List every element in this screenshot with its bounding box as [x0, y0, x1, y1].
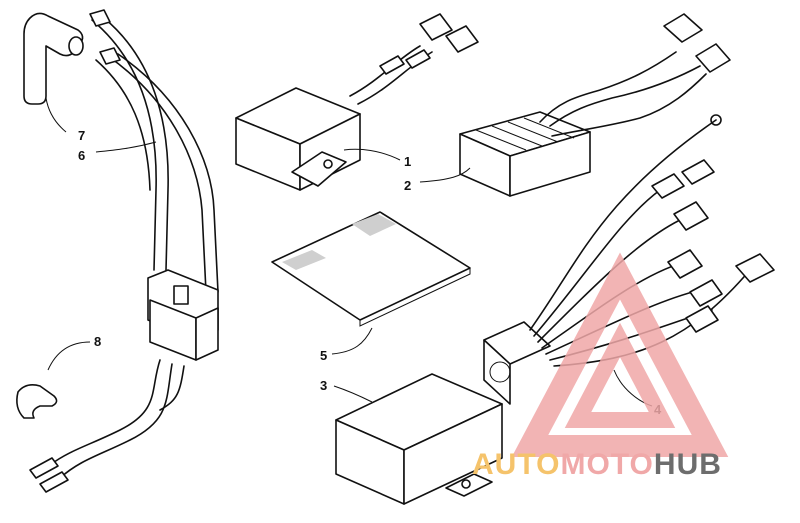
callout-5: 5 [320, 348, 327, 363]
watermark-logo [511, 252, 729, 457]
callout-8: 8 [94, 334, 101, 349]
sheet-5 [271, 211, 471, 327]
callout-6: 6 [78, 148, 85, 163]
callout-leaders [45, 97, 653, 407]
watermark-part-1: AUTO [472, 448, 560, 481]
watermark-part-3: HUB [654, 448, 722, 481]
ignition-coil-assembly [16, 9, 219, 493]
module-1 [235, 13, 479, 191]
watermark-text: AUTOMOTOHUB [472, 448, 722, 481]
regulator-2 [459, 13, 731, 197]
callout-3: 3 [320, 378, 327, 393]
inner-triangle-icon [564, 322, 676, 428]
main-harness-4 [483, 114, 775, 405]
callout-2: 2 [404, 178, 411, 193]
callout-7: 7 [78, 128, 85, 143]
callout-1: 1 [404, 154, 411, 169]
cdi-box-3 [335, 373, 503, 505]
watermark-part-2: MOTO [560, 448, 653, 481]
warning-triangle-icon [511, 252, 729, 457]
